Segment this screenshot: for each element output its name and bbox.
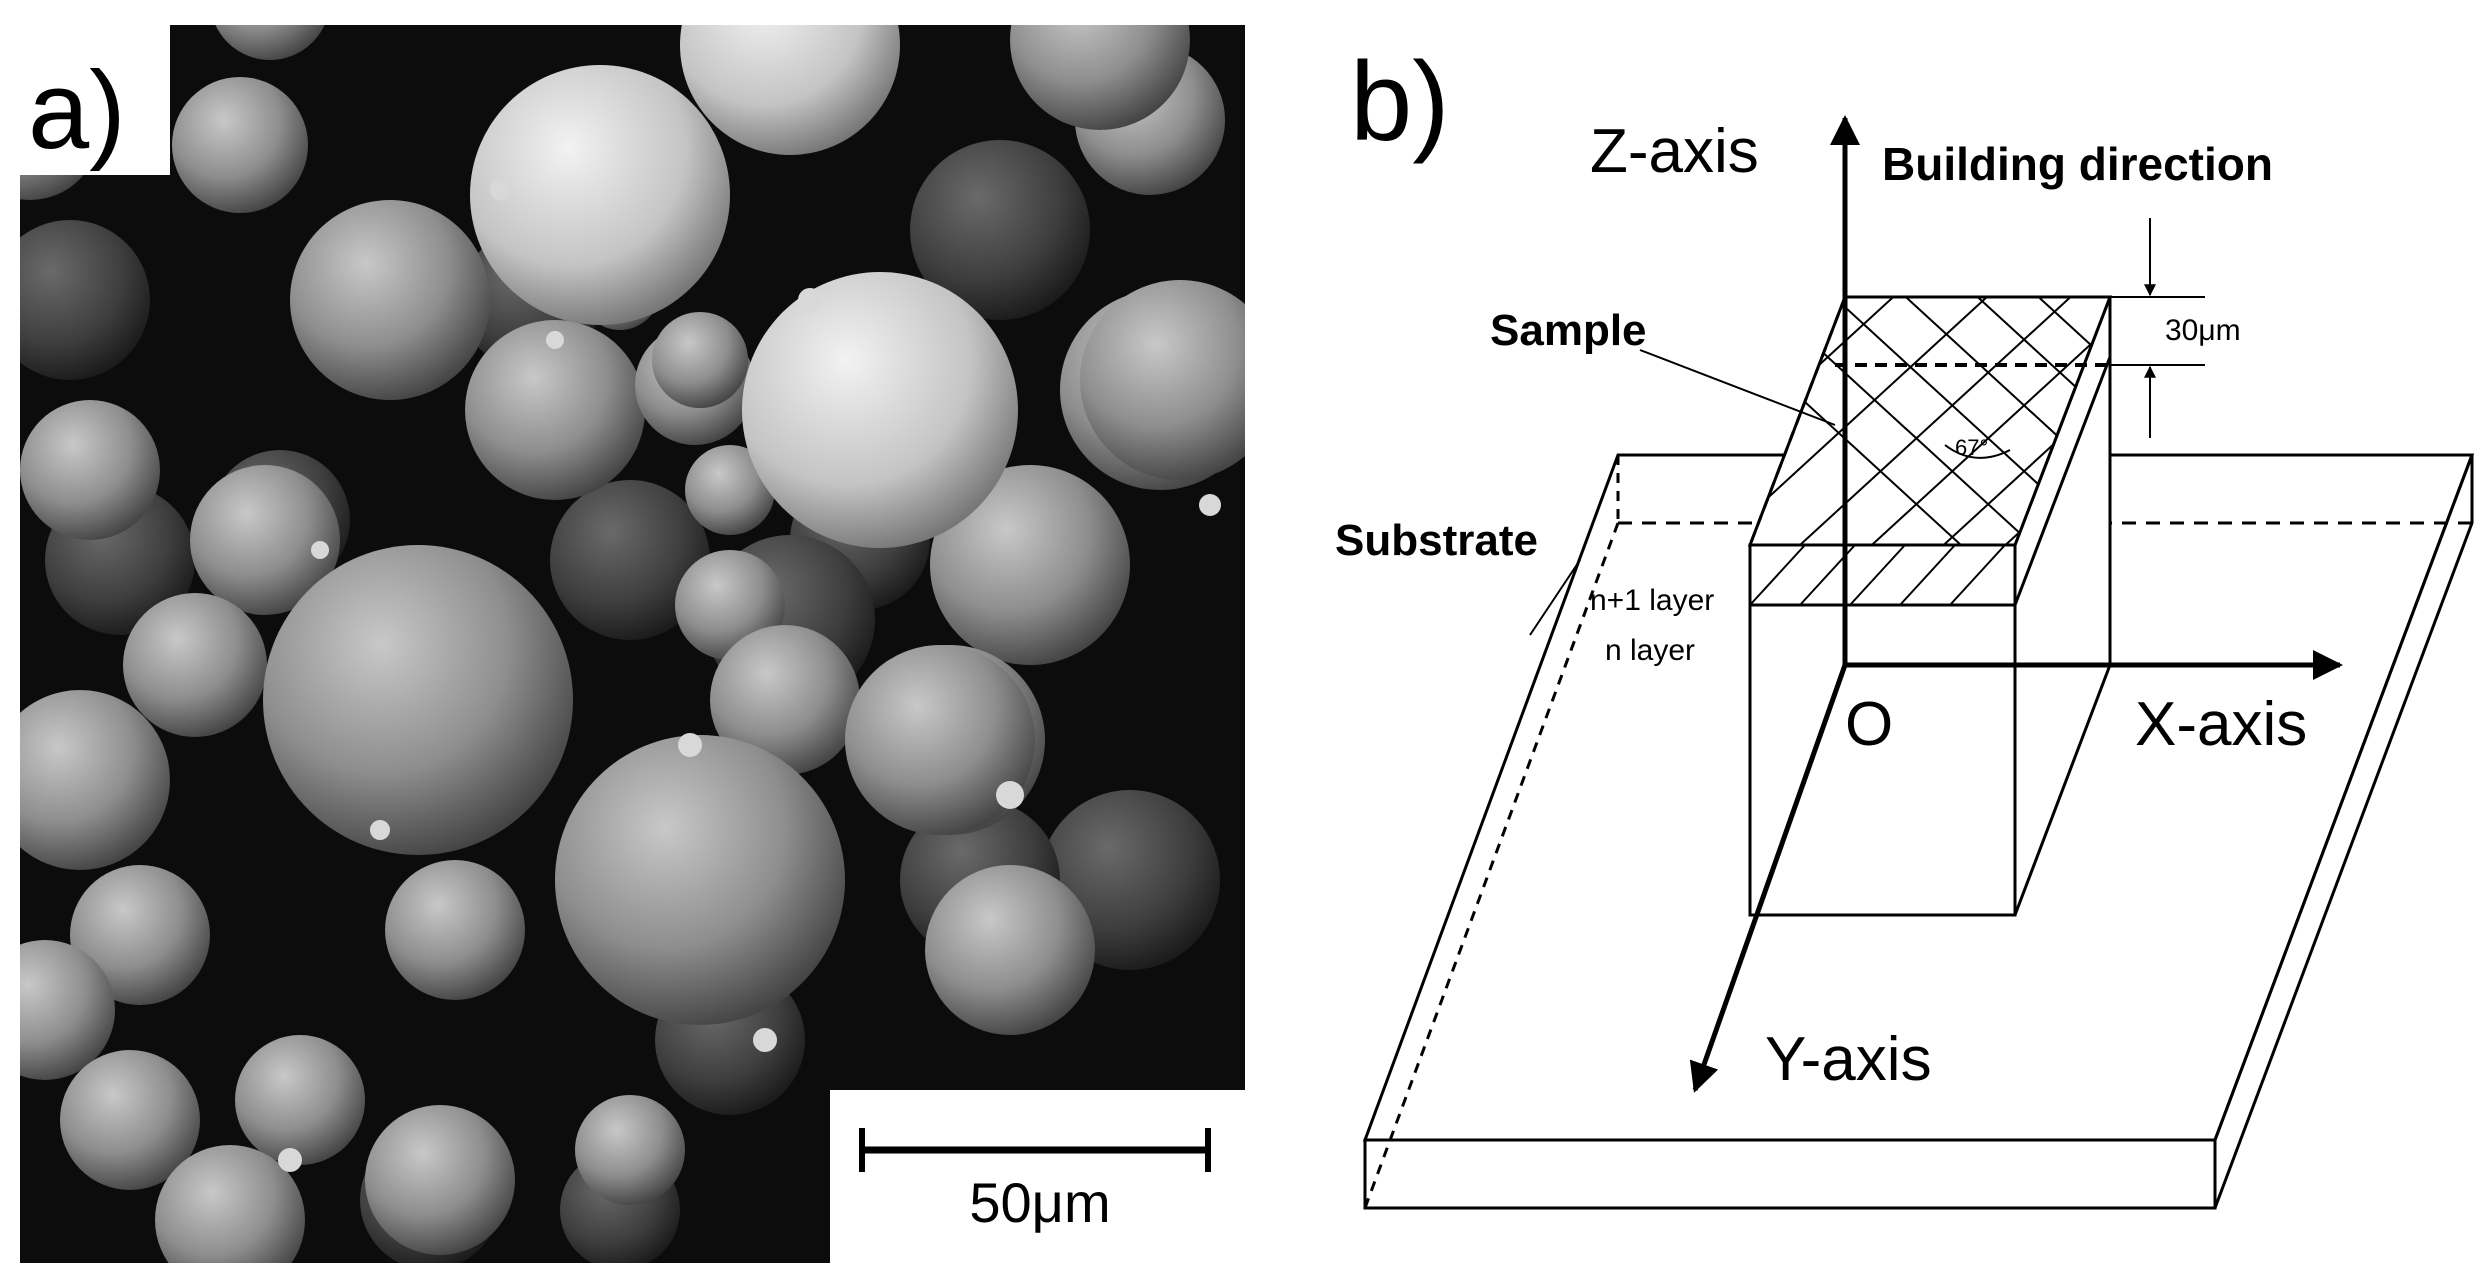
scan-vector <box>1750 297 2101 545</box>
panel-b-label: b) <box>1350 39 1450 164</box>
panel-a-label-box <box>20 25 170 175</box>
hatch-line <box>1949 544 2006 606</box>
scan-vector <box>1750 297 2011 545</box>
hidden-edge <box>1748 296 1847 546</box>
building-direction-label: Building direction <box>1882 138 2273 190</box>
substrate-hidden-edge <box>1363 522 1620 1209</box>
particle <box>555 735 845 1025</box>
z-axis-label: Z-axis <box>1590 117 1759 186</box>
satellite-particle <box>996 781 1024 809</box>
y-axis-label: Y-axis <box>1765 1025 1932 1094</box>
build-schematic: b) <box>1335 39 2475 1210</box>
scale-bar-label: 50μm <box>969 1171 1110 1234</box>
particle <box>680 25 900 155</box>
particle <box>910 140 1090 320</box>
scan-vector <box>1899 297 2110 501</box>
hatch-line <box>1749 544 1806 606</box>
panel-a-label: a) <box>28 49 126 172</box>
layer-boundary <box>2013 356 2112 606</box>
satellite-particle <box>370 820 390 840</box>
substrate-plate <box>1362 453 2475 1210</box>
diagram-labels: Z-axis Building direction Sample Substra… <box>1335 117 2307 1094</box>
upper-layer-label: n+1 layer <box>1590 584 1714 617</box>
particle <box>742 272 1018 548</box>
satellite-particle <box>278 1148 302 1172</box>
substrate-label: Substrate <box>1335 516 1538 565</box>
scan-vector <box>1750 297 2011 521</box>
particle <box>190 465 340 615</box>
particle <box>70 865 210 1005</box>
hatch-line <box>1849 544 1906 606</box>
particle <box>20 400 160 540</box>
particle <box>930 465 1130 665</box>
particle <box>215 25 325 60</box>
satellite-particle <box>546 331 564 349</box>
x-axis-label: X-axis <box>2135 690 2307 759</box>
particle <box>575 1095 685 1205</box>
layer-thickness-label: 30μm <box>2165 314 2241 347</box>
scan-angle-label: 67° <box>1955 435 1988 460</box>
particle <box>550 480 710 640</box>
scan-angle-arc <box>1944 444 2011 459</box>
particle <box>470 65 730 325</box>
substrate-leader <box>1529 559 1581 636</box>
particle <box>652 312 748 408</box>
sample-block <box>1747 295 2113 917</box>
substrate-front-face <box>1363 1138 2217 1210</box>
particle <box>365 1105 515 1255</box>
particle <box>20 220 150 380</box>
particle <box>845 645 1035 835</box>
powder-particles <box>20 25 1245 1263</box>
particle <box>1080 280 1245 480</box>
satellite-particle <box>311 541 329 559</box>
particle <box>385 860 525 1000</box>
satellite-particle <box>798 288 822 312</box>
particle <box>925 865 1095 1035</box>
particle <box>123 593 267 737</box>
particle <box>465 320 645 500</box>
satellite-particle <box>1199 494 1221 516</box>
scan-vector <box>1839 309 2110 545</box>
sample-top-face <box>1747 295 2113 547</box>
hatch-line <box>1899 544 1956 606</box>
particle <box>172 77 308 213</box>
particle <box>290 200 490 400</box>
satellite-particle <box>678 733 702 757</box>
sem-micrograph: a) 50μm <box>20 25 1245 1263</box>
sample-label: Sample <box>1490 306 1647 355</box>
particle <box>60 1050 200 1190</box>
scan-vector <box>1849 297 2110 511</box>
lower-layer-label: n layer <box>1605 634 1695 667</box>
particle <box>155 1145 305 1263</box>
scan-vector <box>1750 297 2061 545</box>
satellite-particle <box>753 1028 777 1052</box>
particle <box>710 625 860 775</box>
particle <box>263 545 573 855</box>
particle <box>235 1035 365 1165</box>
satellite-particle <box>490 180 510 200</box>
y-axis-arrow <box>1689 664 1848 1093</box>
sample-leader <box>1639 349 1836 426</box>
substrate-side-face <box>2213 454 2474 1209</box>
particle <box>20 940 115 1080</box>
particle <box>20 690 170 870</box>
particle <box>685 445 775 535</box>
particle <box>1010 25 1190 130</box>
origin-label: O <box>1845 690 1893 759</box>
scale-bar-box <box>830 1090 1245 1263</box>
